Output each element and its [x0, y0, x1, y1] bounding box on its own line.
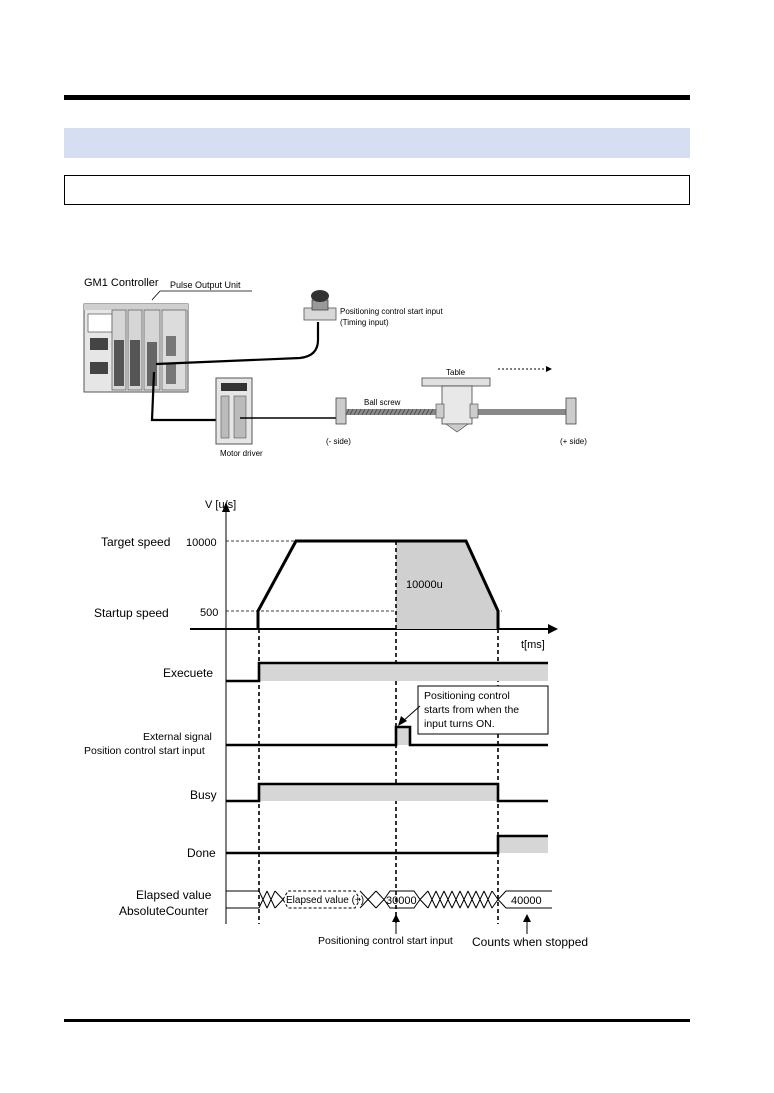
caption-box	[64, 175, 690, 205]
done-label: Done	[187, 846, 216, 860]
ball-screw-label: Ball screw	[364, 398, 401, 407]
pulse-unit-label: Pulse Output Unit	[170, 280, 241, 290]
elapsed-label: Elapsed value	[136, 888, 212, 902]
elapsed-value-text: Elapsed value (+)	[286, 895, 364, 906]
table-label: Table	[446, 368, 466, 377]
direction-arrow-head	[546, 366, 552, 372]
counter-label: AbsoluteCounter	[119, 904, 208, 918]
val-10000-label: 10000	[186, 537, 217, 549]
push-button-icon	[303, 290, 337, 321]
val-500-label: 500	[200, 607, 218, 619]
counter-40000-text: 40000	[511, 895, 542, 907]
elapsed-value-box	[282, 890, 361, 909]
minus-side-label: (- side)	[326, 437, 351, 446]
speed-area-fill	[396, 541, 498, 629]
v-axis-label: V [u/s]	[205, 499, 236, 511]
busy-label: Busy	[190, 788, 217, 802]
callout-line-3: input turns ON.	[424, 718, 495, 730]
ext-signal-label: External signal	[143, 731, 212, 743]
section-title-band	[64, 128, 690, 158]
timing-chart: V [u/s] t[ms] Target speed 10000 Startup…	[84, 499, 588, 949]
startup-speed-label: Startup speed	[94, 606, 169, 620]
execute-signal	[226, 661, 548, 683]
speed-profile	[256, 539, 500, 629]
plus-side-label: (+ side)	[560, 437, 587, 446]
callout-line-1: Positioning control	[424, 690, 510, 702]
header-rule	[64, 95, 690, 100]
ext-signal	[226, 725, 548, 747]
execute-label: Execuete	[163, 666, 213, 680]
counter-bus	[258, 890, 552, 909]
start-input-label: Positioning control start input	[340, 307, 444, 316]
note-counts-stopped: Counts when stopped	[472, 935, 588, 949]
footer-rule	[64, 1019, 690, 1022]
motor-driver-image	[215, 377, 253, 445]
area-label: 10000u	[406, 579, 443, 591]
busy-signal	[226, 782, 548, 803]
t-axis-label: t[ms]	[521, 639, 545, 651]
callout-line-2: starts from when the	[424, 704, 519, 716]
target-speed-label: Target speed	[101, 535, 170, 549]
controller-label: GM1 Controller	[84, 277, 159, 289]
motor-driver-label: Motor driver	[220, 449, 263, 458]
counter-30000-text: 30000	[386, 895, 417, 907]
note-start-input: Positioning control start input	[318, 935, 453, 947]
done-signal	[226, 834, 548, 855]
ext-signal-label-2: Position control start input	[84, 745, 205, 757]
timing-input-label: (Timing input)	[340, 318, 389, 327]
plc-controller-image	[83, 303, 189, 393]
table-image	[421, 377, 491, 433]
callout-box	[417, 685, 549, 735]
